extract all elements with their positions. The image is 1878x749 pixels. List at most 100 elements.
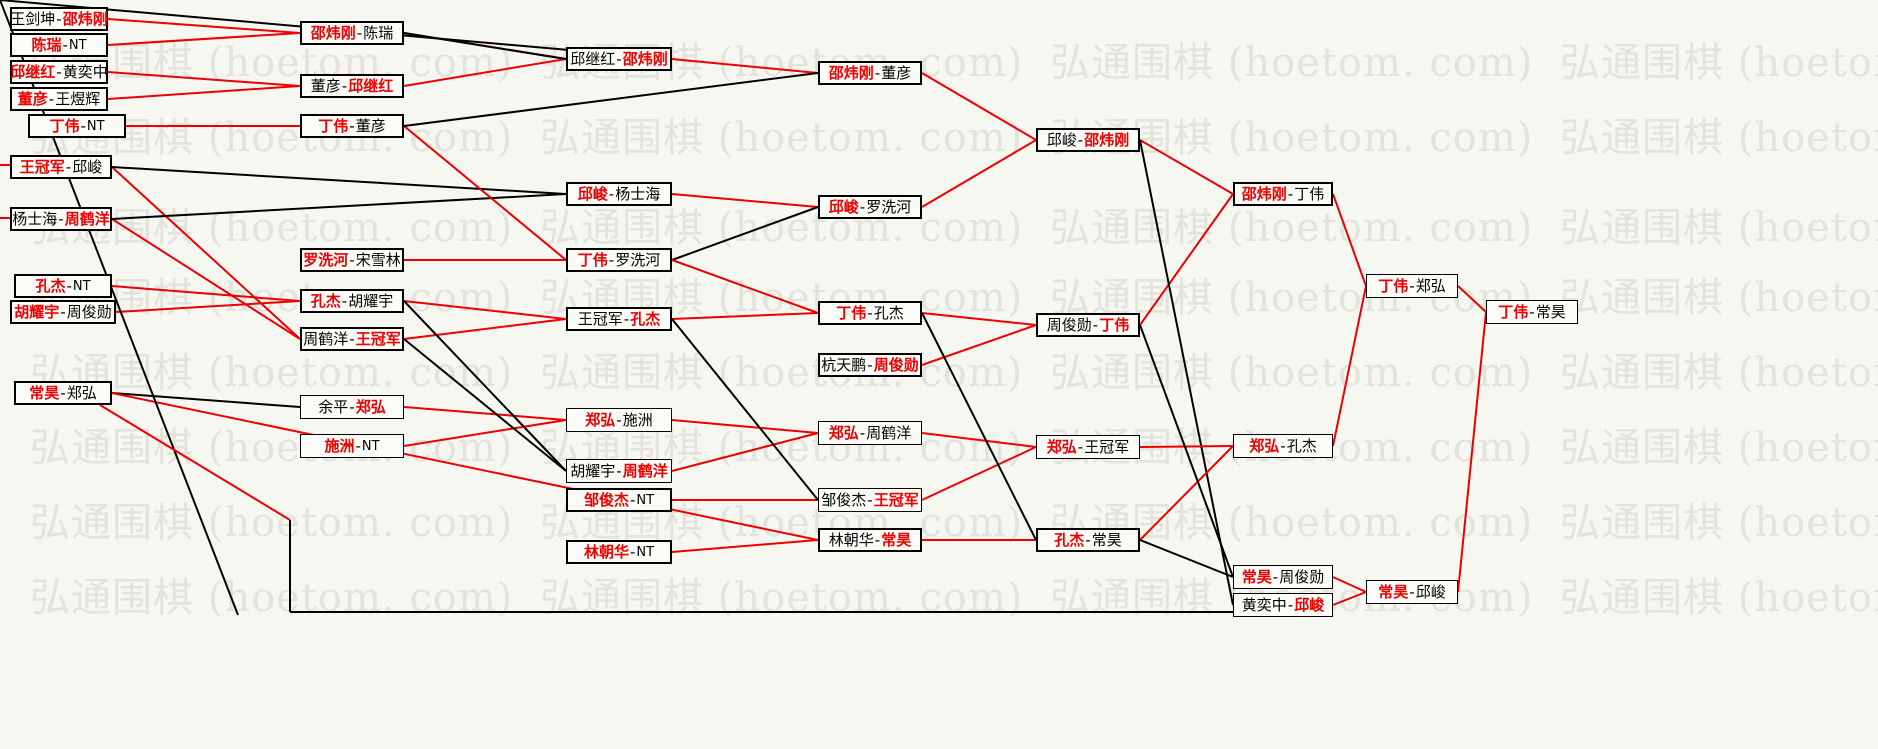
watermark-text: 弘通围棋 (hoetom. com) [1560,500,1878,546]
match-node[interactable]: 邵炜刚-董彦 [818,61,922,85]
player-left: 丁伟 [836,303,867,322]
match-node[interactable]: 周鹤洋-王冠军 [300,327,404,351]
match-node[interactable]: 常昊-周俊勋 [1233,565,1333,589]
match-node[interactable]: 董彦-王煜辉 [10,87,108,111]
bracket-edge [403,58,567,87]
match-node[interactable]: 郑弘-孔杰 [1233,434,1333,458]
player-right: 常昊 [881,530,912,549]
bracket-edge [111,166,567,195]
match-node[interactable]: 孔杰-胡耀宇 [300,289,404,313]
match-node[interactable]: 周俊勋-丁伟 [1036,313,1140,337]
match-node[interactable]: 丁伟-孔杰 [818,301,922,325]
bracket-edge [107,71,301,87]
player-separator: - [867,490,873,509]
player-left: 施洲 [324,436,355,455]
match-node[interactable]: 丁伟-董彦 [300,114,404,138]
player-right: 邵炜刚 [622,49,668,68]
player-separator: - [623,309,630,328]
match-node[interactable]: 杭天鹏-周俊勋 [818,353,922,377]
player-left: 邹俊杰 [821,490,867,509]
player-right: 孔杰 [873,303,904,322]
watermark-text: 弘通围棋 (hoetom. com) [540,115,1024,161]
match-node[interactable]: 施洲-NT [300,434,404,458]
bracket-edge [1139,539,1234,578]
bracket-edge [403,419,567,447]
match-node[interactable]: 常昊-邱峻 [1366,580,1458,604]
match-node[interactable]: 胡耀宇-周俊勋 [10,300,116,324]
player-separator: - [616,49,622,68]
player-left: 胡耀宇 [14,302,60,321]
watermark-text: 弘通围棋 (hoetom. com) [540,575,1024,621]
match-node[interactable]: 邹俊杰-王冠军 [818,488,922,512]
match-node[interactable]: 胡耀宇-周鹤洋 [566,459,672,483]
player-left: 丁伟 [1498,302,1529,321]
match-node[interactable]: 丁伟-罗洗河 [566,248,672,272]
match-node[interactable]: 王剑坤-邵炜刚 [10,7,108,31]
match-node[interactable]: 丁伟-郑弘 [1366,274,1458,298]
bracket-edge [921,446,1037,501]
bracket-edge [403,125,567,261]
player-separator: - [1287,595,1294,614]
match-node[interactable]: 郑弘-周鹤洋 [818,421,922,445]
match-node[interactable]: 邵炜刚-陈瑞 [300,21,404,45]
player-right: 罗洗河 [866,197,912,216]
match-node[interactable]: 郑弘-施洲 [566,408,672,432]
watermark-text: 弘通围棋 (hoetom. com) [30,500,514,546]
match-node[interactable]: 林朝华-NT [566,540,672,564]
match-node[interactable]: 杨士海-周鹤洋 [10,207,112,231]
bracket-edge [671,539,819,553]
bracket-edge [115,300,301,313]
match-node[interactable]: 丁伟-常昊 [1486,300,1578,324]
bracket-edge [921,312,1037,541]
match-node[interactable]: 陈瑞-NT [10,33,108,57]
player-right: 郑弘 [355,397,386,416]
match-node[interactable]: 邹俊杰-NT [566,488,672,512]
match-node[interactable]: 丁伟-NT [28,114,126,138]
bracket-edge [403,32,567,60]
player-right: 董彦 [355,116,386,135]
match-node[interactable]: 林朝华-常昊 [818,528,922,552]
bracket-edge [1332,193,1367,287]
player-right: 邵炜刚 [1084,130,1130,149]
bracket-edge [921,72,1037,141]
bracket-edge [1457,311,1487,593]
match-node[interactable]: 郑弘-王冠军 [1036,435,1140,459]
feed-rail-low [99,404,291,521]
bracket-edge [403,32,567,60]
bracket-edge [1457,285,1487,313]
match-node[interactable]: 董彦-邱继红 [300,74,404,98]
bracket-edge [671,193,819,208]
match-node[interactable]: 王冠军-孔杰 [566,307,672,331]
match-node[interactable]: 罗洗河-宋雪林 [300,248,404,272]
player-left: 董彦 [17,89,48,108]
match-node[interactable]: 孔杰-常昊 [1036,528,1140,552]
match-node[interactable]: 黄奕中-邱峻 [1233,593,1333,617]
bracket-edge [403,318,567,340]
player-separator: - [48,89,55,108]
player-right: NT [361,438,380,454]
player-right: 邵炜刚 [62,9,108,28]
watermark-text: 弘通围棋 (hoetom. com) [1560,425,1878,471]
match-node[interactable]: 邱继红-邵炜刚 [566,47,672,71]
match-node[interactable]: 常昊-郑弘 [14,381,112,405]
player-separator: - [56,9,62,28]
bracket-edge [1332,285,1367,447]
match-node[interactable]: 邱峻-杨士海 [566,182,672,206]
player-left: 丁伟 [577,250,608,269]
player-right: 郑弘 [1415,276,1446,295]
player-left: 郑弘 [1249,436,1280,455]
match-node[interactable]: 邱峻-罗洗河 [818,195,922,219]
match-node[interactable]: 邱峻-邵炜刚 [1036,128,1140,152]
player-right: 周俊勋 [66,302,112,321]
player-left: 常昊 [29,383,60,402]
match-node[interactable]: 王冠军-邱峻 [10,155,112,179]
match-node[interactable]: 孔杰-NT [14,274,112,298]
player-separator: - [616,461,622,480]
match-node[interactable]: 邵炜刚-丁伟 [1233,182,1333,206]
match-node[interactable]: 余平-郑弘 [300,395,404,419]
match-node[interactable]: 邱继红-黄奕中 [10,60,108,84]
player-separator: - [608,250,615,269]
player-left: 邱继红 [570,49,616,68]
player-separator: - [1287,184,1294,203]
